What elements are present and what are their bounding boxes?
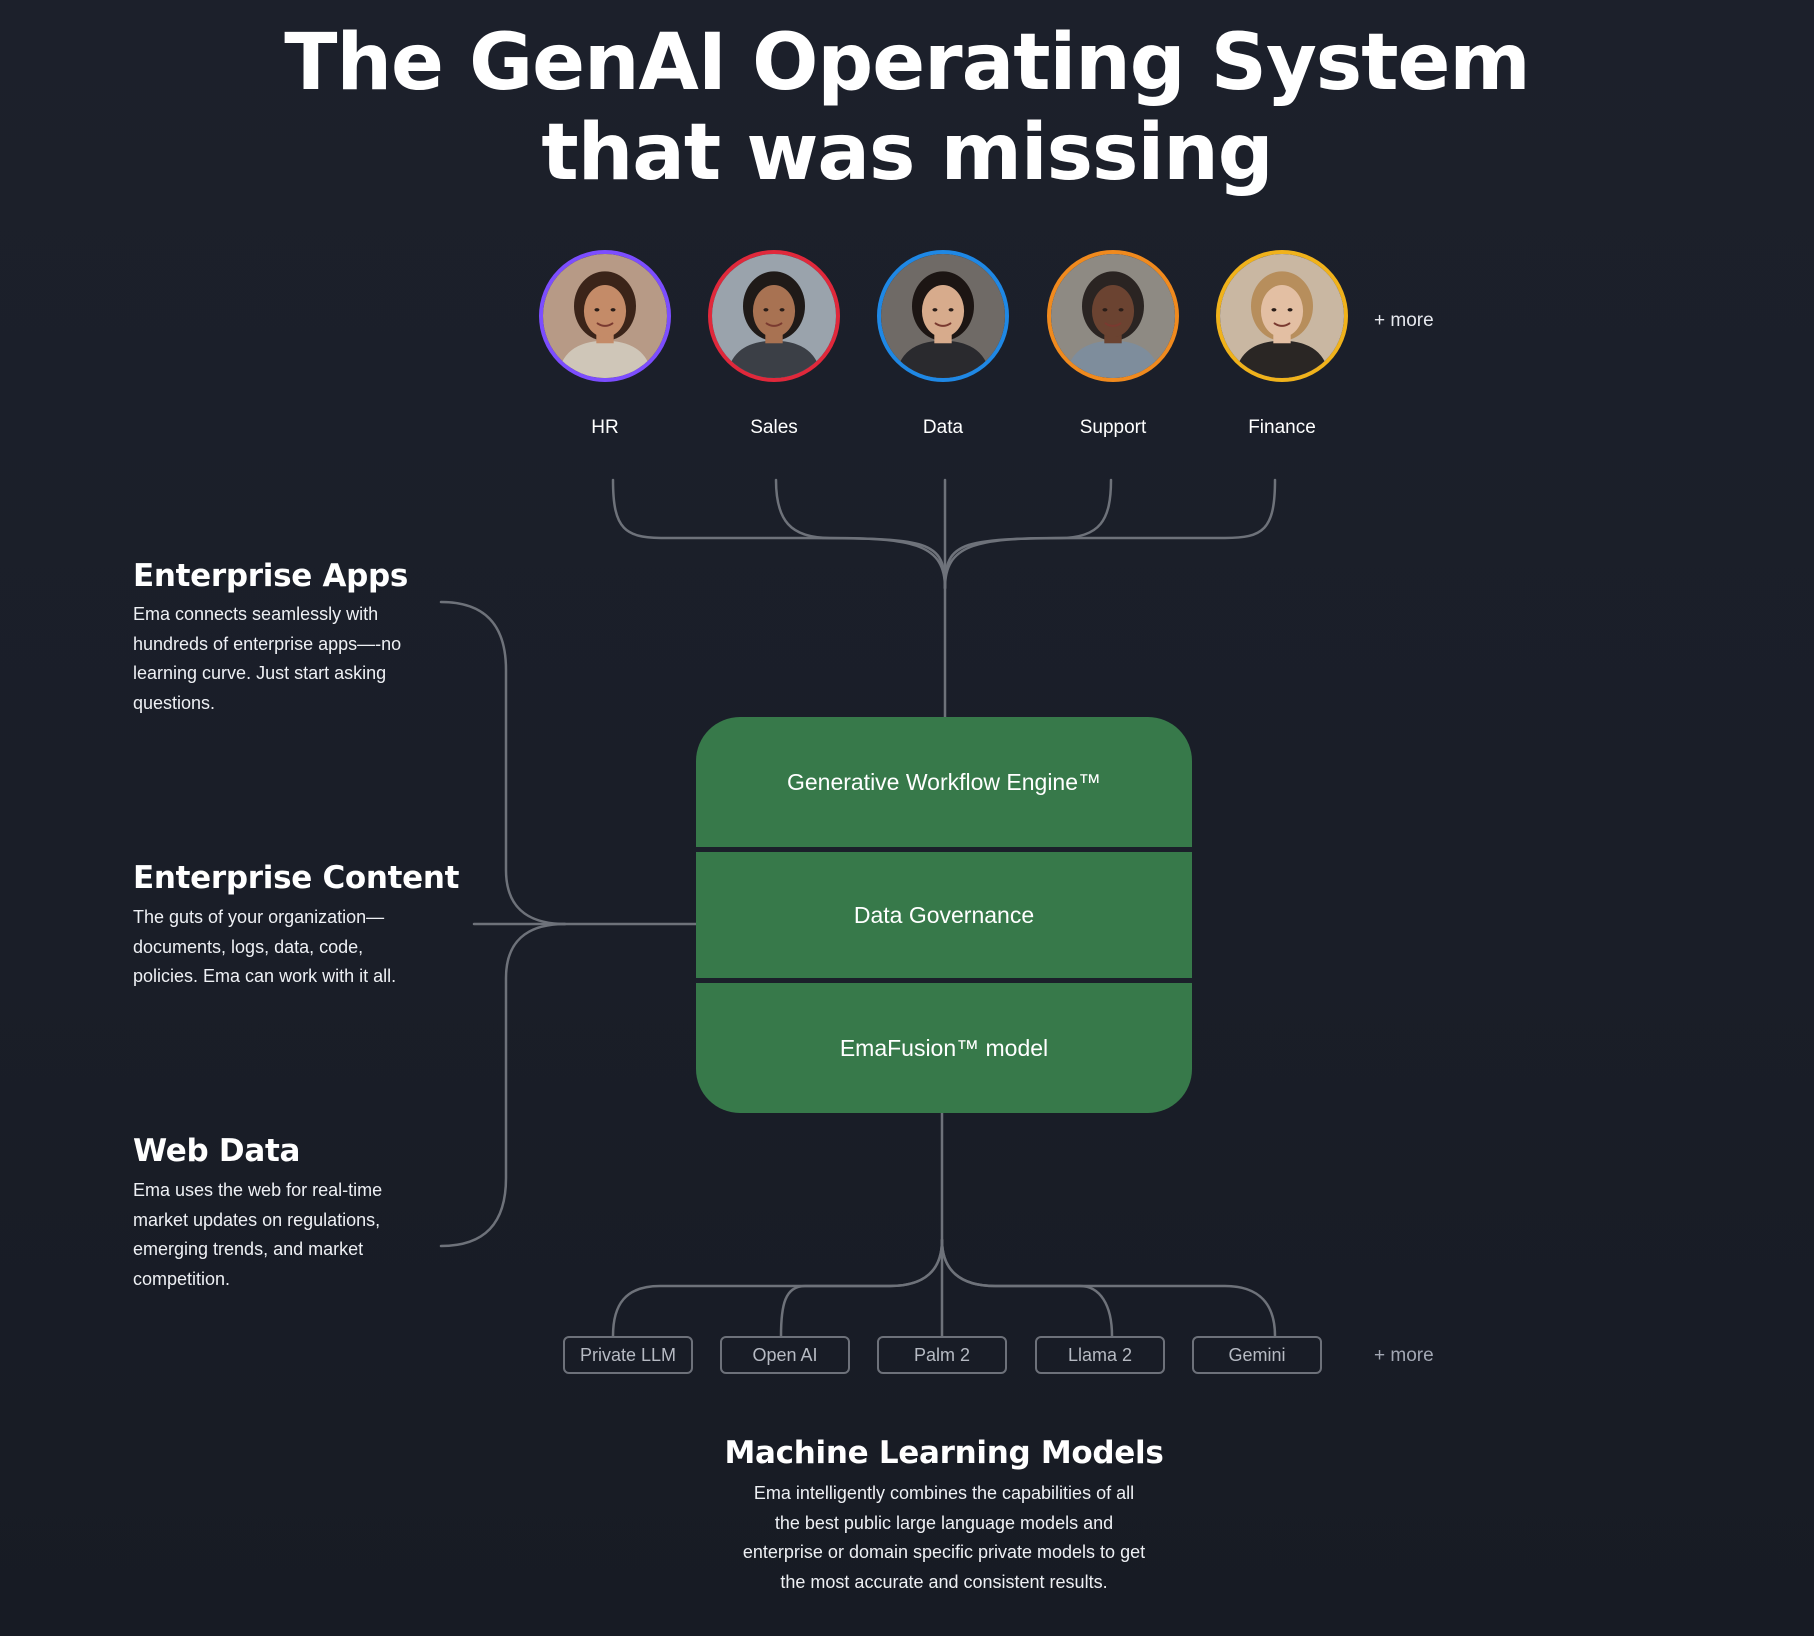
model-connector-gemini [940,1238,1277,1338]
model-chip-open-ai: Open AI [720,1336,850,1374]
persona-avatar-data[interactable] [877,250,1009,382]
personas-more-link[interactable]: + more [1374,310,1434,331]
model-chip-gemini: Gemini [1192,1336,1322,1374]
persona-avatar-hr[interactable] [539,250,671,382]
persona-label-finance: Finance [1248,417,1316,438]
source-title-enterprise-content: Enterprise Content [133,860,460,896]
portrait-icon [1220,254,1344,378]
model-chip-llama-2: Llama 2 [1035,1336,1165,1374]
persona-connector-sales [774,478,947,590]
engine-layer-governance: Data Governance [696,852,1192,978]
portrait-icon [881,254,1005,378]
persona-label-support: Support [1079,417,1147,438]
ml-section-desc: Ema intelligently combines the capabilit… [742,1483,1146,1592]
model-connector-private-llm [611,1238,944,1338]
model-connector-llama-2 [940,1238,1114,1338]
persona-connector-support [943,478,1113,590]
page-title-line-2: that was missing [541,108,1273,198]
source-bracket-top [439,600,567,926]
model-connector-open-ai [779,1238,944,1338]
source-title-web-data: Web Data [133,1133,301,1169]
engine-layer-workflow: Generative Workflow Engine™ [696,717,1192,847]
models-more-link[interactable]: + more [1374,1345,1434,1366]
engine-layer-emafusion: EmaFusion™ model [696,983,1192,1113]
model-chip-private-llm: Private LLM [563,1336,693,1374]
portrait-icon [1051,254,1175,378]
persona-label-data: Data [922,417,964,438]
portrait-icon [712,254,836,378]
persona-connector-finance [943,478,1277,590]
source-desc-enterprise-content: The guts of your organization—documents,… [133,907,397,986]
source-desc-enterprise-apps: Ema connects seamlessly with hundreds of… [133,604,402,713]
persona-label-sales: Sales [750,417,798,438]
model-chip-palm-2: Palm 2 [877,1336,1007,1374]
source-bracket-bottom [439,922,567,1248]
persona-connector-hr [611,478,947,590]
source-desc-web-data: Ema uses the web for real-time market up… [133,1180,383,1289]
ema-engine-stack: Generative Workflow Engine™ Data Governa… [696,717,1192,1113]
ml-section-title: Machine Learning Models [724,1435,1164,1471]
persona-avatar-finance[interactable] [1216,250,1348,382]
persona-avatar-support[interactable] [1047,250,1179,382]
persona-label-hr: HR [591,417,619,438]
portrait-icon [543,254,667,378]
source-title-enterprise-apps: Enterprise Apps [133,558,409,594]
page-title-line-1: The GenAI Operating System [284,18,1530,108]
persona-avatar-sales[interactable] [708,250,840,382]
